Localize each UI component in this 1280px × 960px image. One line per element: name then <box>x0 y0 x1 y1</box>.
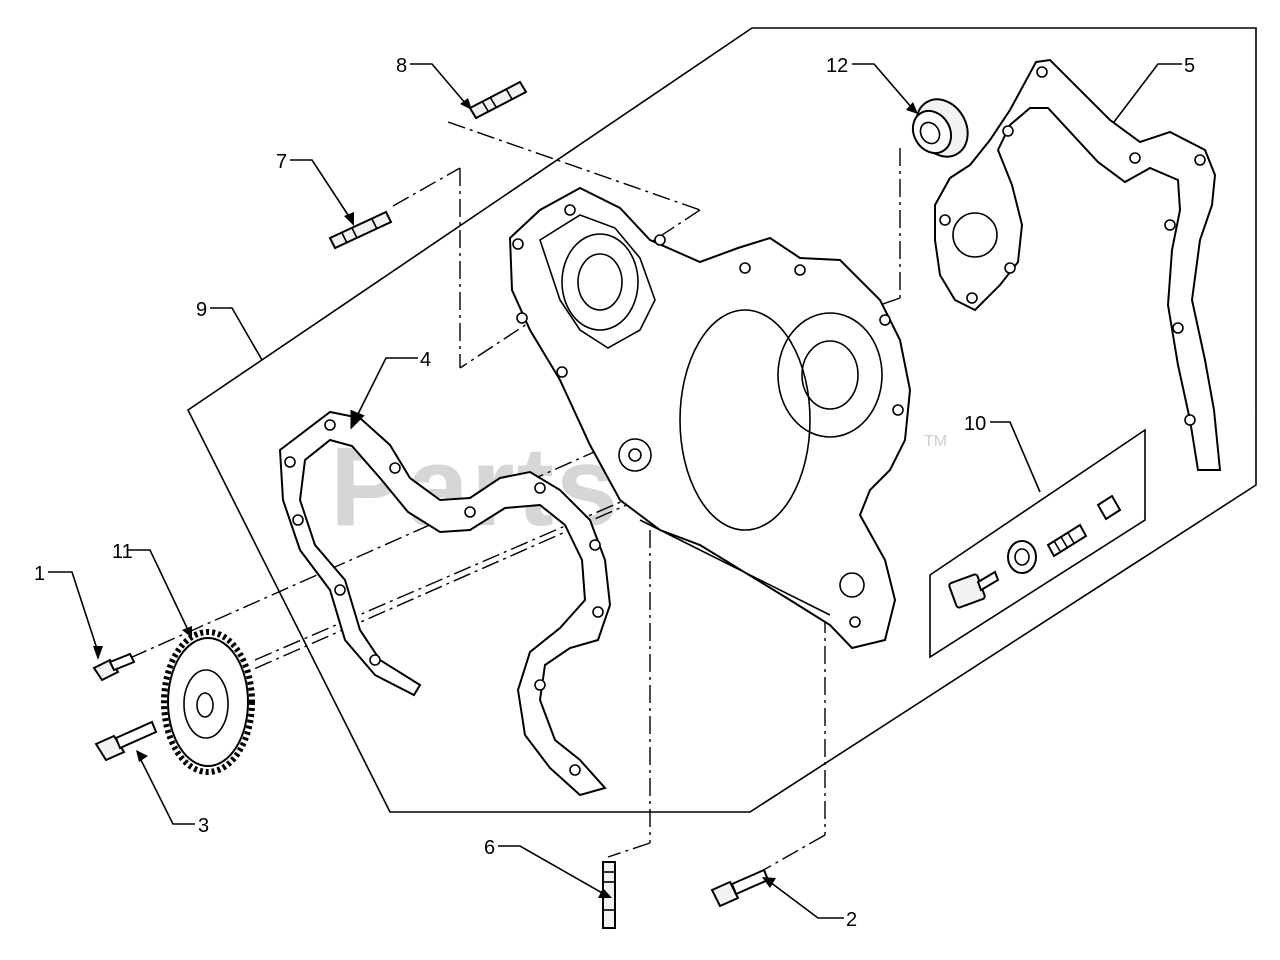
bolt-1[interactable] <box>92 652 136 682</box>
assembly-frame <box>186 27 1257 813</box>
callout-6[interactable]: 6 <box>484 837 495 859</box>
callout-3[interactable]: 3 <box>198 815 209 837</box>
callout-labels: 1 2 3 4 5 6 7 8 9 10 11 12 <box>34 55 1195 931</box>
bolt-2[interactable] <box>710 868 770 908</box>
kit-box <box>929 428 1146 659</box>
callout-9[interactable]: 9 <box>196 299 207 321</box>
callout-11[interactable]: 11 <box>112 541 133 563</box>
gasket-4[interactable] <box>278 410 612 797</box>
callout-5[interactable]: 5 <box>1184 55 1195 77</box>
idler-gear-11[interactable] <box>161 629 255 775</box>
watermark-trademark: TM <box>924 433 947 450</box>
bolt-3[interactable] <box>94 720 158 762</box>
callout-7[interactable]: 7 <box>276 151 287 173</box>
callout-1[interactable]: 1 <box>34 563 45 585</box>
callout-12[interactable]: 12 <box>826 55 848 77</box>
callout-8[interactable]: 8 <box>396 55 407 77</box>
callout-10[interactable]: 10 <box>964 413 986 435</box>
relief-valve-kit-10[interactable] <box>948 494 1122 609</box>
timing-cover-housing[interactable] <box>508 186 912 650</box>
oil-seal-12[interactable] <box>905 90 977 166</box>
stud-7[interactable] <box>328 210 393 250</box>
leader-lines <box>48 63 1182 919</box>
callout-4[interactable]: 4 <box>420 349 431 371</box>
stud-8[interactable] <box>468 80 528 120</box>
callout-2[interactable]: 2 <box>846 909 857 931</box>
gasket-5[interactable] <box>934 58 1222 471</box>
